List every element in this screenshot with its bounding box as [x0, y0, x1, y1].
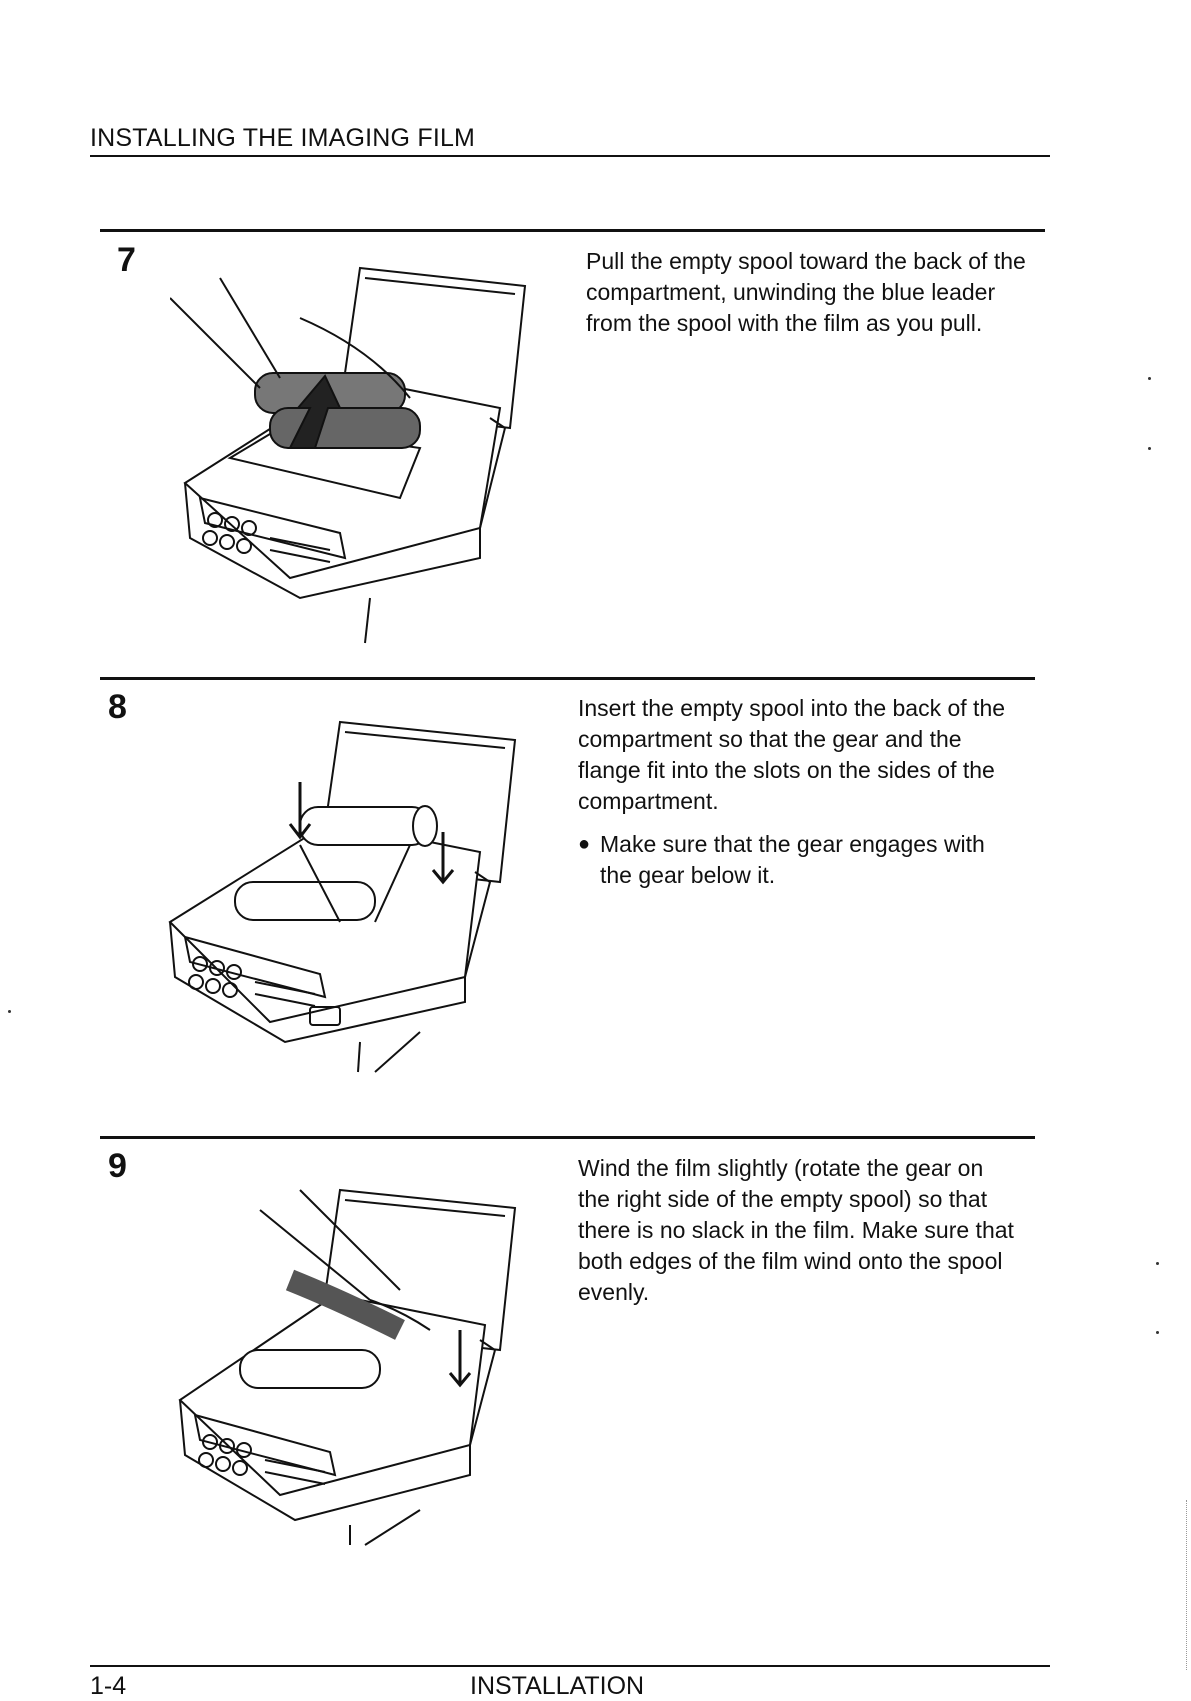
scan-speck — [8, 1010, 11, 1013]
step-instruction: Pull the empty spool toward the back of … — [586, 246, 1026, 339]
step-number: 9 — [108, 1147, 127, 1185]
step-rule — [100, 1136, 1035, 1139]
step-paragraph: Pull the empty spool toward the back of … — [586, 248, 1026, 336]
scan-speck — [1156, 1331, 1159, 1334]
footer-section-title: INSTALLATION — [470, 1672, 645, 1700]
fax-illustration-step-9 — [170, 1180, 530, 1550]
step-instruction: Wind the film slightly (rotate the gear … — [578, 1153, 1018, 1308]
step-paragraph: Insert the empty spool into the back of … — [578, 695, 1006, 814]
footer-page-number: 1-4 — [90, 1672, 127, 1700]
scan-speck — [1148, 447, 1151, 450]
page-header-title: INSTALLING THE IMAGING FILM — [90, 124, 476, 152]
footer-rule — [90, 1665, 1050, 1667]
step-rule — [100, 677, 1035, 680]
step-instruction: Insert the empty spool into the back of … — [578, 693, 1018, 891]
bullet-dot-icon: ● — [578, 833, 591, 855]
fax-illustration-step-8 — [160, 712, 530, 1077]
step-number: 7 — [117, 241, 136, 279]
scan-speck — [1148, 377, 1151, 380]
bullet-item: ● Make sure that the gear engages with t… — [578, 829, 1018, 891]
scan-edge — [1186, 1500, 1188, 1670]
step-paragraph: Wind the film slightly (rotate the gear … — [578, 1155, 1014, 1305]
step-number: 8 — [108, 688, 127, 726]
step-rule — [100, 229, 1045, 232]
scan-speck — [1156, 1262, 1159, 1265]
bullet-text: Make sure that the gear engages with the… — [600, 831, 985, 888]
fax-illustration-step-7 — [170, 258, 550, 648]
header-rule — [90, 155, 1050, 157]
